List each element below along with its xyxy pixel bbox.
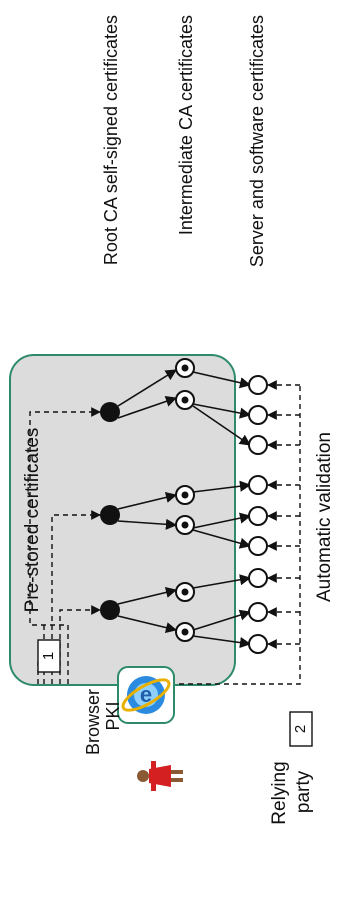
server-cert-node xyxy=(248,375,268,395)
server-cert-node xyxy=(248,435,268,455)
step-2-label: 2 xyxy=(292,725,309,733)
party-label: party xyxy=(293,770,314,813)
step-1-label: 1 xyxy=(40,652,57,660)
prestored-title: Pre-stored certificates xyxy=(22,428,43,613)
layer-server-label: Server and software certificates xyxy=(247,15,267,267)
layer-intermediate-label: Intermediate CA certificates xyxy=(176,15,196,235)
root-ca-node xyxy=(100,402,120,422)
relying-label: Relying xyxy=(269,761,290,824)
automatic-validation-label: Automatic validation xyxy=(314,432,335,602)
server-cert-node xyxy=(248,506,268,526)
server-cert-node xyxy=(248,568,268,588)
layer-root-label: Root CA self-signed certificates xyxy=(101,15,121,265)
validation-links xyxy=(125,385,301,685)
intermediate-ca-nodes xyxy=(175,358,195,642)
root-ca-node xyxy=(100,505,120,525)
step-2-box xyxy=(289,711,313,747)
browser-label: Browser xyxy=(83,689,103,755)
browser-globe-icon: e xyxy=(117,666,175,724)
server-cert-node xyxy=(248,405,268,425)
pki-label: PKI xyxy=(103,701,123,730)
server-cert-node xyxy=(248,602,268,622)
root-ca-node xyxy=(100,600,120,620)
svg-text:e: e xyxy=(140,682,152,707)
server-cert-node xyxy=(248,536,268,556)
person-icon xyxy=(137,761,183,791)
prestored-links xyxy=(29,407,101,684)
step-1-box xyxy=(37,639,61,673)
server-cert-node xyxy=(248,634,268,654)
server-cert-node xyxy=(248,475,268,495)
server-cert-nodes xyxy=(248,375,268,654)
